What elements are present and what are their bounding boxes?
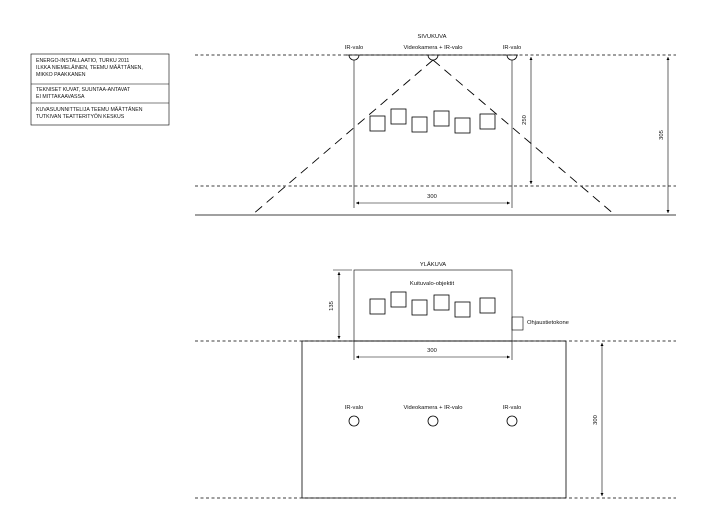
object-box: [411, 299, 428, 316]
dim-width-label: 300: [427, 194, 437, 200]
object-box: [433, 110, 450, 127]
title-block-line-6: KUVASUUNNITTELIJA TEEMU MÄÄTTÄNEN: [36, 106, 143, 113]
control-computer-label: Ohjaustietokone: [527, 320, 569, 326]
top-view: YLÄKUVA Kuituvalo-objektit Ohjaustietoko…: [195, 261, 676, 499]
dim-floor-label: 300: [593, 415, 599, 425]
side-view-objects: [369, 108, 496, 134]
camera-icon: [427, 54, 439, 61]
object-box: [454, 301, 471, 318]
title-block-line-3: MIKKO PAAKKANEN: [36, 72, 86, 78]
side-view-title: SIVUKUVA: [418, 34, 447, 40]
dim-top-width-label: 300: [427, 348, 437, 354]
dim-depth-label: 135: [329, 301, 335, 311]
title-block-line-7: TUTKIVAN TEATTERITYÖN KESKUS: [36, 113, 125, 120]
object-box: [390, 291, 407, 308]
ir-light-right-label: IR-valo: [503, 45, 521, 51]
object-box: [369, 298, 386, 315]
object-box: [369, 115, 386, 132]
control-computer-icon: [511, 316, 524, 331]
ir-light-left-icon: [348, 54, 360, 61]
title-block: ENERGO-INSTALLAATIO, TURKU 2011 ILKKA NI…: [30, 53, 170, 126]
object-box: [390, 108, 407, 125]
title-block-line-4: TEKNISET KUVAT, SUUNTAA-ANTAVAT: [36, 87, 131, 93]
plan-ir-left-icon: [348, 415, 360, 427]
top-view-title: YLÄKUVA: [420, 261, 446, 268]
side-view: SIVUKUVA IR-valo Videokamera + IR-valo I…: [195, 34, 676, 216]
ir-light-left-label: IR-valo: [345, 45, 363, 51]
ir-light-right-icon: [506, 54, 518, 61]
title-block-line-5: EI MITTAKAAVASSA: [36, 94, 85, 100]
object-box: [479, 297, 496, 314]
plan-camera-label: Videokamera + IR-valo: [403, 405, 462, 411]
camera-view-left: [251, 59, 434, 216]
camera-label: Videokamera + IR-valo: [403, 45, 462, 51]
title-block-line-1: ENERGO-INSTALLAATIO, TURKU 2011: [36, 58, 129, 64]
top-view-objects: [369, 291, 496, 318]
object-box: [454, 117, 471, 134]
plan-ir-left-label: IR-valo: [345, 405, 363, 411]
plan-camera-icon: [427, 415, 439, 427]
object-box: [433, 294, 450, 311]
object-box: [411, 116, 428, 133]
title-block-line-2: ILKKA NIEMELÄINEN, TEEMU MÄÄTTÄNEN,: [36, 64, 143, 71]
dim-height-inner-label: 250: [522, 115, 528, 125]
plan-ir-right-icon: [506, 415, 518, 427]
camera-view-right: [432, 59, 616, 216]
dim-height-total-label: 305: [659, 130, 665, 140]
plan-ir-right-label: IR-valo: [503, 405, 521, 411]
objects-label: Kuituvalo-objektit: [410, 281, 455, 287]
object-box: [479, 113, 496, 130]
